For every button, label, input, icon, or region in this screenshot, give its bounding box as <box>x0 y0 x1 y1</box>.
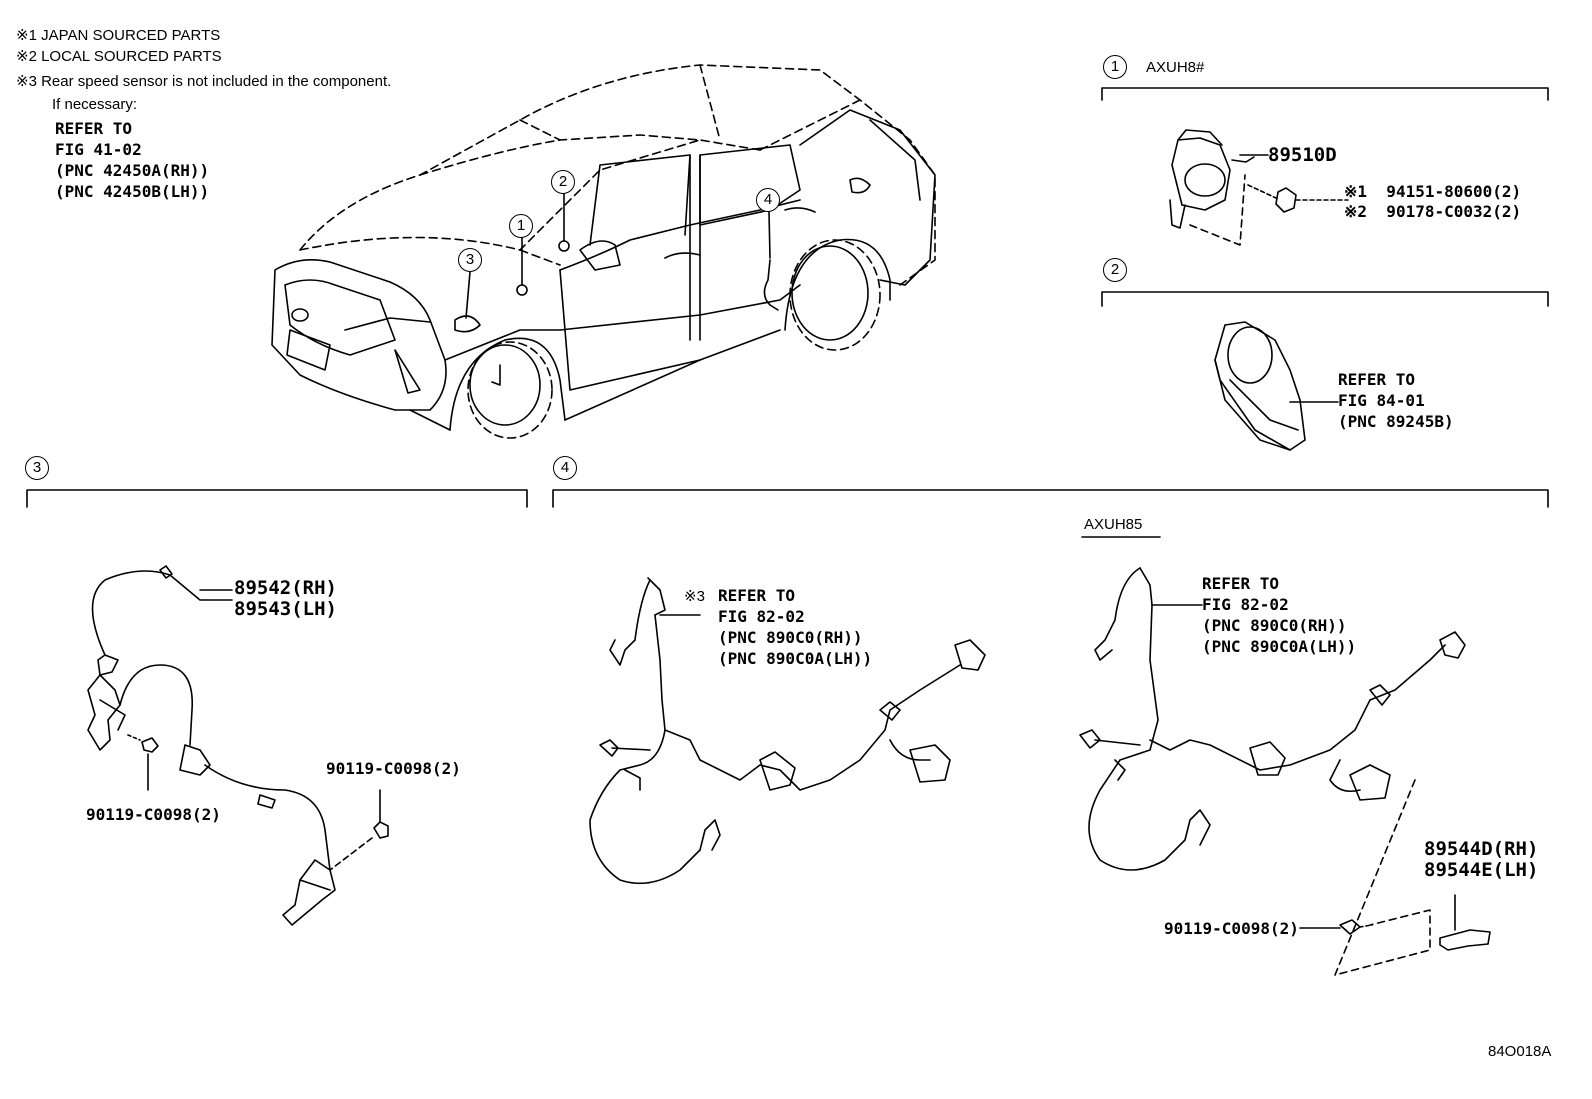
note-ref-line-4: (PNC 42450B(LH)) <box>55 182 210 201</box>
part-89543-lh-label[interactable]: 89543(LH) <box>234 598 337 620</box>
harness-left-ref-line-3[interactable]: (PNC 890C0(RH)) <box>718 628 863 647</box>
section-2-number: 2 <box>1103 258 1127 282</box>
section-3-number: 3 <box>25 456 49 480</box>
section-1-number: 1 <box>1103 55 1127 79</box>
front-sensor-art <box>87 565 389 926</box>
harness-right-ref-line-3[interactable]: (PNC 890C0(RH)) <box>1202 616 1347 635</box>
section-1-model: AXUH8# <box>1146 59 1205 76</box>
harness-right-ref-line-2[interactable]: FIG 82-02 <box>1202 595 1289 614</box>
section-2-ref-line-2[interactable]: FIG 84-01 <box>1338 391 1425 410</box>
harness-left-ref-line-1: REFER TO <box>718 586 796 605</box>
note-japan-sourced: ※1 JAPAN SOURCED PARTS <box>16 27 221 44</box>
harness-left-ref-line-2[interactable]: FIG 82-02 <box>718 607 805 626</box>
part-89510d-label[interactable]: 89510D <box>1268 144 1337 166</box>
part-94151-80600-label[interactable]: ※1 94151-80600(2) <box>1344 182 1522 201</box>
bolt-90119-c0098-left-label[interactable]: 90119-C0098(2) <box>86 805 221 824</box>
module-89245b-art <box>1214 321 1339 451</box>
part-89544e-lh-label[interactable]: 89544E(LH) <box>1424 859 1539 881</box>
section-4-model-axuh85: AXUH85 <box>1084 516 1143 533</box>
harness-right-ref-line-4[interactable]: (PNC 890C0A(LH)) <box>1202 637 1357 656</box>
part-90178-c0032-label[interactable]: ※2 90178-C0032(2) <box>1344 202 1522 221</box>
rear-sensor-note-mark: ※3 <box>684 588 705 605</box>
note-if-necessary: If necessary: <box>52 96 138 113</box>
overview-callout-1[interactable]: 1 <box>509 214 533 238</box>
part-89544d-rh-label[interactable]: 89544D(RH) <box>1424 838 1539 860</box>
illustration-code: 84O018A <box>1488 1043 1552 1060</box>
harness-left-art <box>589 577 986 885</box>
part-89542-rh-label[interactable]: 89542(RH) <box>234 577 337 599</box>
sensor-89510d-art <box>1169 129 1349 246</box>
section-4-number: 4 <box>553 456 577 480</box>
section-2-ref-line-3[interactable]: (PNC 89245B) <box>1338 412 1454 431</box>
section-brackets <box>26 87 1549 538</box>
note-rear-speed-sensor: ※3 Rear speed sensor is not included in … <box>16 73 392 90</box>
bolt-90119-c0098-rear-label[interactable]: 90119-C0098(2) <box>1164 919 1299 938</box>
overview-callout-2[interactable]: 2 <box>551 170 575 194</box>
vehicle-illustration <box>271 64 936 439</box>
harness-left-ref-line-4[interactable]: (PNC 890C0A(LH)) <box>718 649 873 668</box>
bolt-90119-c0098-right-label[interactable]: 90119-C0098(2) <box>326 759 461 778</box>
overview-callout-4[interactable]: 4 <box>756 188 780 212</box>
overview-callout-3[interactable]: 3 <box>458 248 482 272</box>
note-local-sourced: ※2 LOCAL SOURCED PARTS <box>16 48 222 65</box>
note-ref-line-2: FIG 41-02 <box>55 140 142 159</box>
harness-right-art <box>1079 567 1491 976</box>
note-ref-line-1: REFER TO <box>55 119 133 138</box>
section-2-ref-line-1: REFER TO <box>1338 370 1416 389</box>
harness-right-ref-line-1: REFER TO <box>1202 574 1280 593</box>
note-ref-line-3: (PNC 42450A(RH)) <box>55 161 210 180</box>
